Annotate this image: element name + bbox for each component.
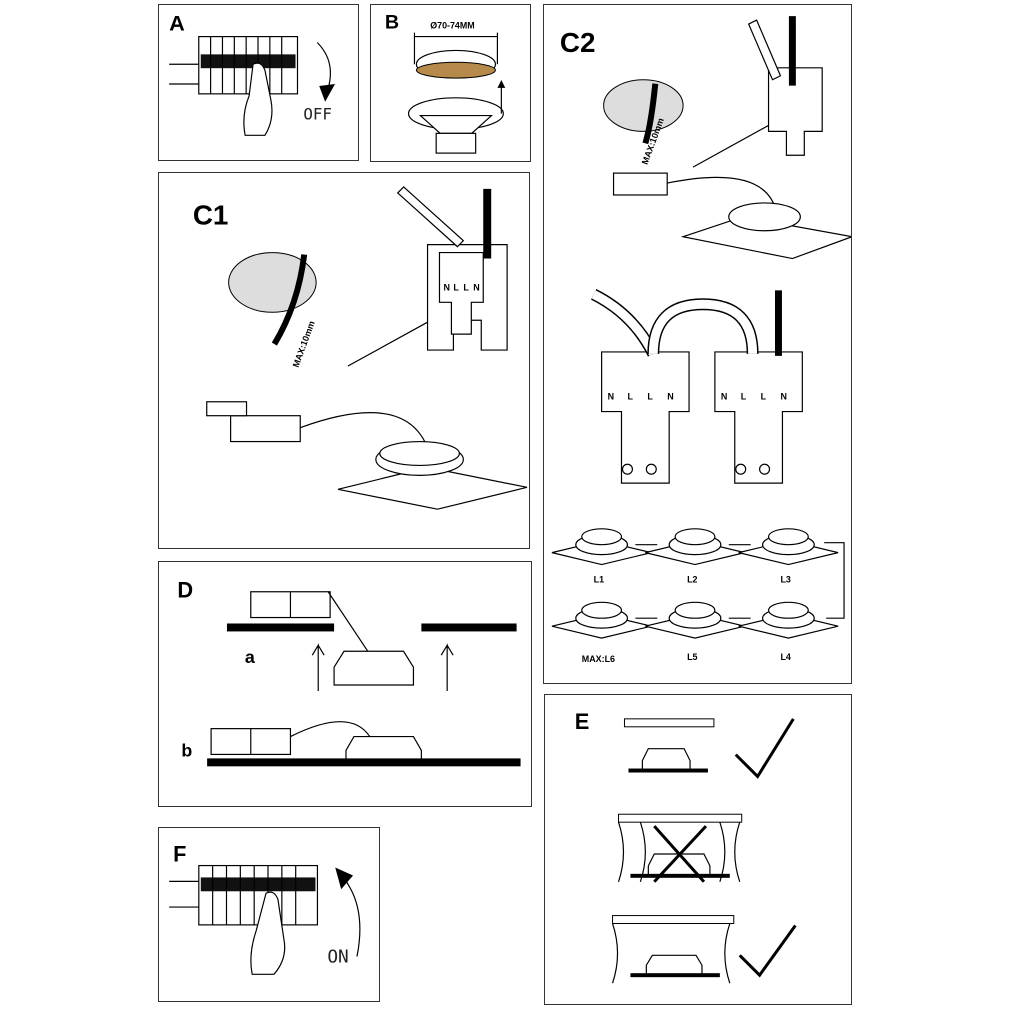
panel-f-switch-on: F ON (158, 827, 380, 1002)
luminaire-chain: L1 L2 L3 L4 L5 MAX:L6 (551, 528, 845, 664)
step-a-label: a (245, 647, 256, 667)
terminal-label: L (463, 282, 469, 292)
terminal-label: L (647, 392, 653, 402)
luminaire-icon (551, 601, 652, 639)
chain-label: L4 (780, 652, 790, 662)
terminal-label: L (627, 392, 633, 402)
panel-label: F (173, 842, 186, 867)
terminal-label: N (473, 282, 479, 292)
luminaire-icon (738, 601, 839, 639)
state-off-label: OFF (303, 105, 332, 124)
chain-label: L2 (687, 574, 697, 584)
panel-c1-wiring: C1 MAX:10mm N L L N (158, 172, 530, 549)
terminal-label: L (761, 392, 767, 402)
cross-icon (653, 825, 708, 883)
panel-label: A (169, 11, 185, 36)
arrow-down-icon (316, 42, 331, 93)
chain-label: L5 (687, 652, 697, 662)
panel-label: D (177, 578, 193, 603)
strip-length-label: MAX:10mm (291, 319, 317, 368)
luminaire-icon (645, 601, 745, 639)
terminal-label: L (741, 392, 747, 402)
panel-label: E (575, 709, 590, 734)
terminal-label: N (443, 282, 449, 292)
panel-b-ceiling-hole: B Ø70-74MM (370, 4, 531, 162)
panel-label: C1 (193, 200, 229, 231)
hand-icon (250, 891, 286, 975)
panel-c2-wiring-chain: C2 MAX:10mm N L L N N L L N (543, 4, 852, 684)
arrow-up-icon (311, 643, 325, 691)
insulation-illustration: E (575, 709, 797, 984)
terminal-label: N (780, 392, 786, 402)
check-icon (734, 718, 795, 779)
step-b-label: b (181, 740, 192, 760)
breaker-on-illustration: F ON (169, 842, 361, 975)
panel-a-switch-off: A OFF (158, 4, 359, 161)
arrow-up-icon (342, 877, 361, 957)
terminal-label: L (453, 282, 459, 292)
breaker-off-illustration: A OFF (169, 11, 336, 136)
hole-size-illustration: B Ø70-74MM (385, 12, 506, 154)
chain-label: L1 (594, 574, 604, 584)
single-wiring-illustration: C1 MAX:10mm N L L N (193, 186, 528, 510)
terminal-label: N (667, 392, 673, 402)
luminaire-icon (551, 528, 652, 566)
terminal-block-left: N L L N (601, 351, 690, 484)
luminaire-icon (738, 528, 839, 566)
panel-d-mounting: D a b (158, 561, 532, 807)
terminal-label: N (721, 392, 727, 402)
check-icon (738, 924, 797, 978)
mounting-illustration: D a b (177, 578, 521, 767)
chain-label: L3 (780, 574, 790, 584)
chain-wiring-illustration: C2 MAX:10mm N L L N N L L N (551, 16, 851, 664)
luminaire-icon (645, 528, 745, 566)
panel-label: C2 (560, 27, 596, 58)
terminal-block-right: N L L N (714, 351, 803, 484)
dimension-label: Ø70-74MM (430, 21, 474, 31)
panel-e-insulation: E (544, 694, 852, 1005)
terminal-label: N (608, 392, 614, 402)
breaker-switches-icon (200, 36, 296, 94)
arrow-up-icon (440, 643, 454, 691)
hand-icon (243, 62, 273, 136)
panel-label: B (385, 12, 399, 34)
chain-label: MAX:L6 (582, 654, 615, 664)
state-on-label: ON (327, 946, 348, 967)
